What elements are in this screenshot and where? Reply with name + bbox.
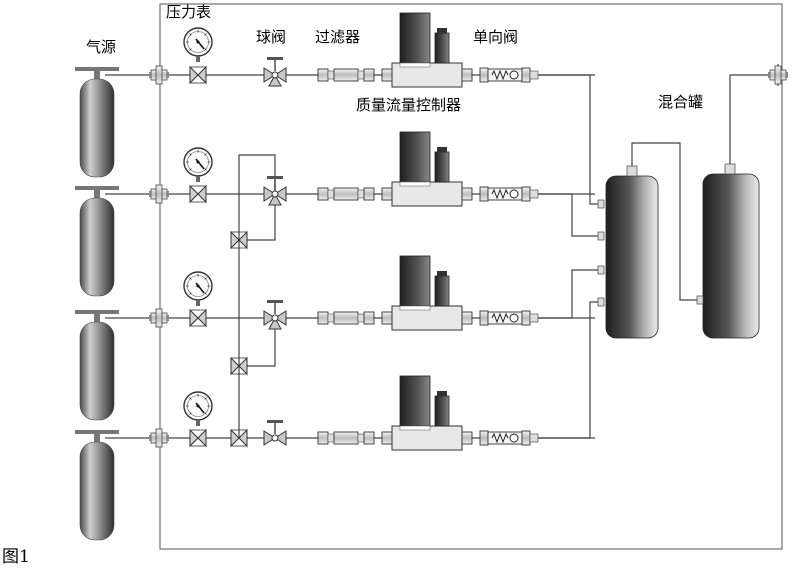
cross-fitting-icon xyxy=(767,65,789,85)
filter-icon xyxy=(317,68,375,82)
ball-valve-icon xyxy=(263,419,287,446)
gas-cylinder-icon xyxy=(74,309,120,421)
piping xyxy=(105,64,779,439)
needle-valve-icon xyxy=(189,309,207,327)
pressure-gauge-label: 压力表 xyxy=(166,3,212,21)
gas-cylinder-icon xyxy=(74,185,120,297)
needle-valve-icon xyxy=(189,185,207,203)
mass-flow-controller-label: 质量流量控制器 xyxy=(356,96,462,114)
filter-icon xyxy=(317,431,375,445)
ball-valve-icon xyxy=(263,56,287,87)
ball-valve-label: 球阀 xyxy=(256,28,287,46)
mass-flow-controller-icon xyxy=(381,375,473,451)
mixing-tank-label: 混合罐 xyxy=(658,93,704,111)
filter-icon xyxy=(317,311,375,325)
needle-valve-icon xyxy=(189,429,207,447)
ball-valve-icon xyxy=(263,175,287,206)
gas-source-label: 气源 xyxy=(86,38,117,56)
ball-valve-icon xyxy=(263,299,287,330)
cross-fitting-icon xyxy=(148,428,170,448)
cross-fitting-icon xyxy=(148,308,170,328)
needle-valve-icon xyxy=(189,66,207,84)
cross-fitting-icon xyxy=(148,65,170,85)
pressure-gauge-icon xyxy=(183,147,213,183)
gas-cylinder-icon xyxy=(74,66,120,178)
mixing-tank-icon xyxy=(605,165,659,339)
filter-label: 过滤器 xyxy=(315,28,361,46)
check-valve-label: 单向阀 xyxy=(473,28,519,46)
cross-fitting-icon xyxy=(148,184,170,204)
mixing-tank-icon xyxy=(702,163,760,339)
filter-icon xyxy=(317,187,375,201)
enclosure-frame xyxy=(159,3,783,550)
check-valve-icon xyxy=(479,430,531,446)
mass-flow-controller-icon xyxy=(381,12,473,88)
check-valve-icon xyxy=(479,186,531,202)
pressure-gauge-icon xyxy=(183,391,213,427)
mass-flow-controller-icon xyxy=(381,131,473,207)
figure-caption: 图1 xyxy=(2,547,30,567)
mass-flow-controller-icon xyxy=(381,255,473,331)
gas-cylinder-icon xyxy=(74,429,120,541)
check-valve-icon xyxy=(479,310,531,326)
pressure-gauge-icon xyxy=(183,27,213,63)
pressure-gauge-icon xyxy=(183,271,213,307)
check-valve-icon xyxy=(479,67,531,83)
